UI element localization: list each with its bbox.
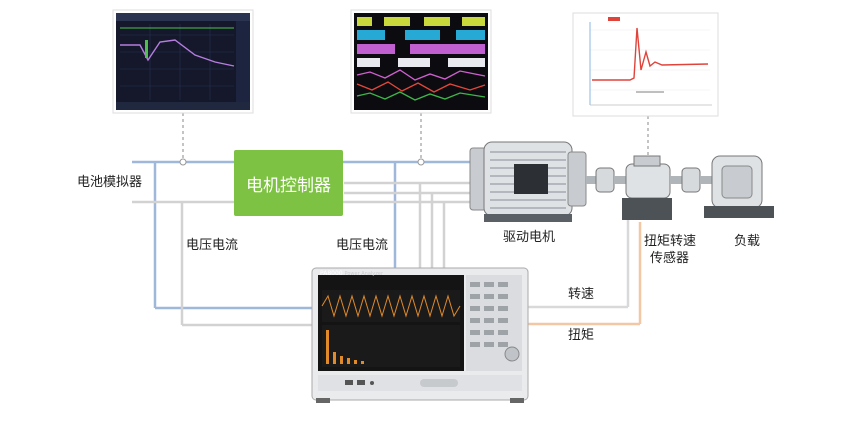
load-machine [704,155,774,218]
drive-motor-label: 驱动电机 [503,230,556,245]
analyzer-model: PA8000 [320,270,343,277]
power-analyzer [311,267,529,403]
analyzer-subtitle: Power Analyzer [344,271,383,277]
load-label: 负载 [734,234,761,249]
speed-label: 转速 [568,287,595,302]
trend-screenshot [112,9,254,114]
motor-controller-box: 电机控制器 [234,150,343,216]
analyzer-logo: PA8000 Power Analyzer [320,270,383,278]
drive-motor [469,141,598,222]
response-screenshot [572,12,719,117]
torque-label: 扭矩 [568,328,595,343]
voltage-current-label-right: 电压电流 [336,238,389,253]
battery-simulator-label: 电池模拟器 [77,175,143,190]
voltage-current-label-left: 电压电流 [186,238,239,253]
motor-controller-label: 电机控制器 [246,175,331,196]
waveform-screenshot [350,9,492,114]
sensor-label-line1: 扭矩转速 [644,234,697,249]
sensor-label-line2: 传感器 [650,251,690,266]
torque-speed-sensor [595,155,712,220]
